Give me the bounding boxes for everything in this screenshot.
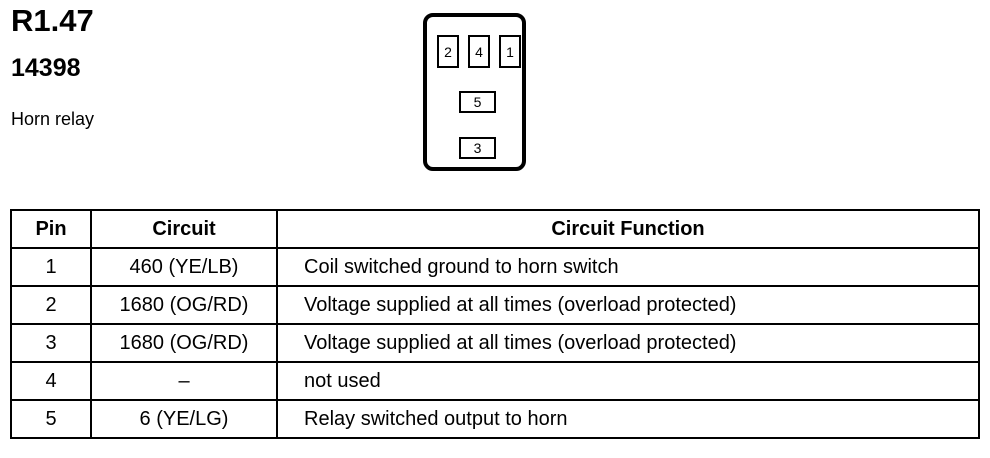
header-pin: Pin <box>10 209 92 249</box>
table-row: 1 460 (YE/LB) Coil switched ground to ho… <box>10 247 980 287</box>
table-header-row: Pin Circuit Circuit Function <box>10 209 980 249</box>
circuit-cell: – <box>90 361 278 401</box>
connector-face-diagram: 2 4 1 5 3 <box>423 13 526 171</box>
table-row: 4 – not used <box>10 361 980 401</box>
connector-pin: 3 <box>459 137 496 159</box>
function-cell: Relay switched output to horn <box>276 399 980 439</box>
pin-cell: 4 <box>10 361 92 401</box>
connector-pin: 1 <box>499 35 521 68</box>
connector-pin: 5 <box>459 91 496 113</box>
circuit-cell: 6 (YE/LG) <box>90 399 278 439</box>
connector-pin: 2 <box>437 35 459 68</box>
circuit-cell: 460 (YE/LB) <box>90 247 278 287</box>
table-row: 2 1680 (OG/RD) Voltage supplied at all t… <box>10 285 980 325</box>
table-row: 3 1680 (OG/RD) Voltage supplied at all t… <box>10 323 980 363</box>
header-circuit-function: Circuit Function <box>276 209 980 249</box>
connector-pin: 4 <box>468 35 490 68</box>
reference-code: R1.47 <box>11 3 94 38</box>
header-circuit: Circuit <box>90 209 278 249</box>
circuit-cell: 1680 (OG/RD) <box>90 285 278 325</box>
circuit-cell: 1680 (OG/RD) <box>90 323 278 363</box>
table-row: 5 6 (YE/LG) Relay switched output to hor… <box>10 399 980 439</box>
function-cell: Coil switched ground to horn switch <box>276 247 980 287</box>
pin-cell: 2 <box>10 285 92 325</box>
part-number: 14398 <box>11 54 81 82</box>
function-cell: Voltage supplied at all times (overload … <box>276 285 980 325</box>
component-name: Horn relay <box>11 109 95 129</box>
function-cell: not used <box>276 361 980 401</box>
function-cell: Voltage supplied at all times (overload … <box>276 323 980 363</box>
pin-cell: 3 <box>10 323 92 363</box>
pinout-table: Pin Circuit Circuit Function 1 460 (YE/L… <box>10 209 980 439</box>
pin-cell: 1 <box>10 247 92 287</box>
pin-cell: 5 <box>10 399 92 439</box>
